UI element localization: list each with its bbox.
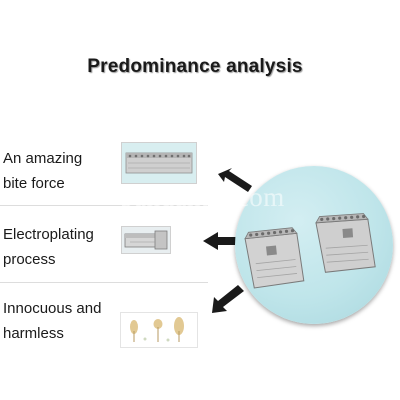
trees-illustration-image xyxy=(120,312,198,348)
divider xyxy=(0,205,208,206)
feature-electroplating: Electroplating process xyxy=(3,222,94,272)
product-closeup-circle xyxy=(235,166,393,324)
arrow-down-left-icon xyxy=(212,285,244,313)
watermark: pandahall.com xyxy=(120,182,285,212)
divider xyxy=(0,282,208,283)
crimp-end-right xyxy=(315,213,376,273)
feature-line: An amazing xyxy=(3,150,83,167)
feature-line: bite force xyxy=(3,175,65,192)
feature-bite-force: An amazing bite force xyxy=(3,146,82,196)
arrow-up-left-icon xyxy=(218,168,252,192)
plated-crimp-end-image xyxy=(121,226,171,254)
feature-line: Electroplating xyxy=(3,226,94,243)
arrow-left-icon xyxy=(203,232,240,250)
feature-line: Innocuous and xyxy=(3,300,102,317)
crimp-end-left xyxy=(244,227,305,289)
feature-line: harmless xyxy=(3,325,64,342)
page-title: Predominance analysis xyxy=(87,56,303,77)
feature-harmless: Innocuous and harmless xyxy=(3,296,101,346)
feature-line: process xyxy=(3,251,56,268)
crimp-end-closeup-image xyxy=(121,142,197,184)
